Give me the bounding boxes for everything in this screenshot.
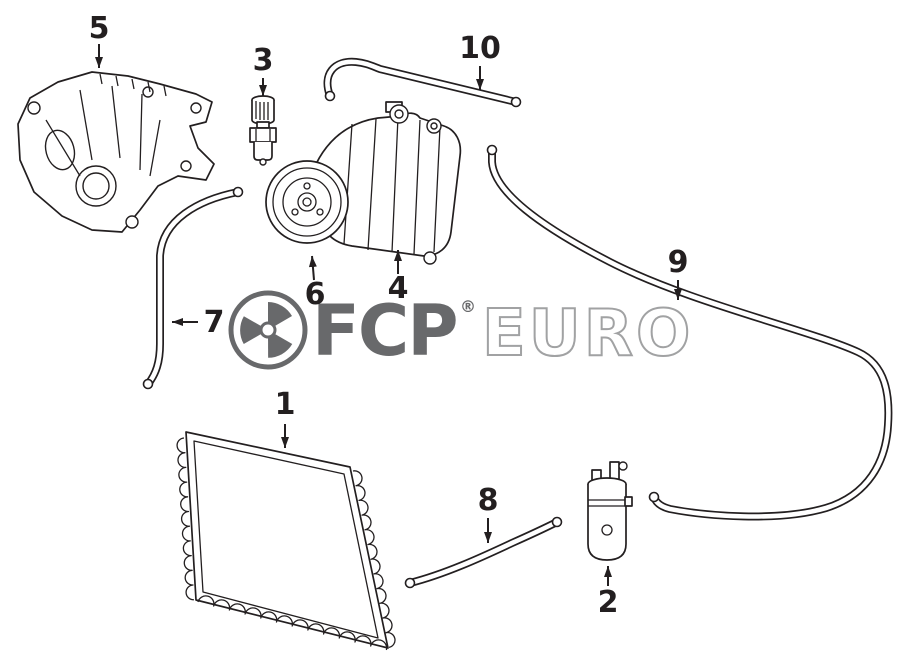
callout-8: 8: [478, 483, 499, 543]
receiver-drier-part: [587, 461, 633, 561]
callout-10-label: 10: [459, 31, 501, 66]
callout-6: 6: [305, 255, 326, 312]
watermark-brand-bold: FCP: [312, 290, 457, 372]
callout-7: 7: [172, 305, 224, 340]
fcp-logo-icon: [228, 290, 308, 370]
callout-3-label: 3: [253, 43, 274, 78]
callout-9-label: 9: [668, 245, 689, 280]
callout-4-label: 4: [388, 271, 409, 306]
compressor-part: [265, 101, 462, 265]
callout-4: 4: [388, 250, 409, 306]
callout-8-label: 8: [478, 483, 499, 518]
callout-3: 3: [253, 43, 274, 96]
compressor-pulley: [265, 160, 349, 244]
callout-7-label: 7: [204, 305, 225, 340]
hose-part-7: [142, 186, 244, 390]
valve-part: [249, 95, 277, 166]
callout-1: 1: [275, 387, 296, 448]
fcp-euro-watermark: FCP ® EURO: [228, 290, 693, 372]
watermark-brand-light: EURO: [482, 297, 693, 371]
hose-part-9: [486, 144, 889, 517]
hose-part-10: [326, 62, 522, 108]
hose-part-8: [404, 516, 563, 589]
condenser-part: [176, 431, 396, 651]
callout-5-label: 5: [89, 11, 110, 46]
callout-2: 2: [598, 566, 619, 620]
callout-10: 10: [459, 31, 501, 90]
callout-5: 5: [89, 11, 110, 68]
callout-9: 9: [668, 245, 689, 300]
registered-mark: ®: [460, 297, 476, 316]
callout-2-label: 2: [598, 585, 619, 620]
callout-1-label: 1: [275, 387, 296, 422]
bracket-part: [17, 71, 215, 233]
callout-6-label: 6: [305, 277, 326, 312]
